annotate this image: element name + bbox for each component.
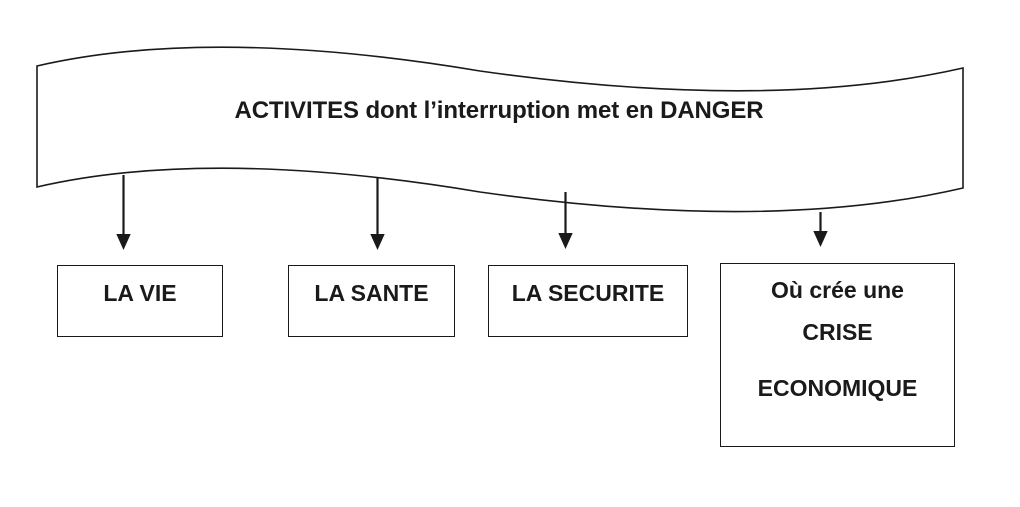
box-la-securite-label: LA SECURITE xyxy=(511,280,665,306)
box-la-securite: LA SECURITE xyxy=(488,265,688,337)
box-la-vie: LA VIE xyxy=(57,265,223,337)
box-crise-line-2: CRISE xyxy=(802,319,873,345)
arrow-down-icon xyxy=(116,175,131,250)
arrow-down-icon xyxy=(813,212,828,247)
box-la-sante-label: LA SANTE xyxy=(314,280,429,306)
box-crise-economique: Où crée une CRISE ECONOMIQUE xyxy=(720,263,955,447)
box-crise-line-3: ECONOMIQUE xyxy=(757,375,918,401)
banner-ribbon-shape xyxy=(36,46,964,213)
arrow-down-icon xyxy=(558,192,573,249)
box-crise-line-1: Où crée une xyxy=(771,277,904,303)
box-la-vie-label: LA VIE xyxy=(103,280,177,306)
box-la-sante: LA SANTE xyxy=(288,265,455,337)
arrow-down-icon xyxy=(370,177,385,250)
banner-title: ACTIVITES dont l’interruption met en DAN… xyxy=(234,97,764,124)
